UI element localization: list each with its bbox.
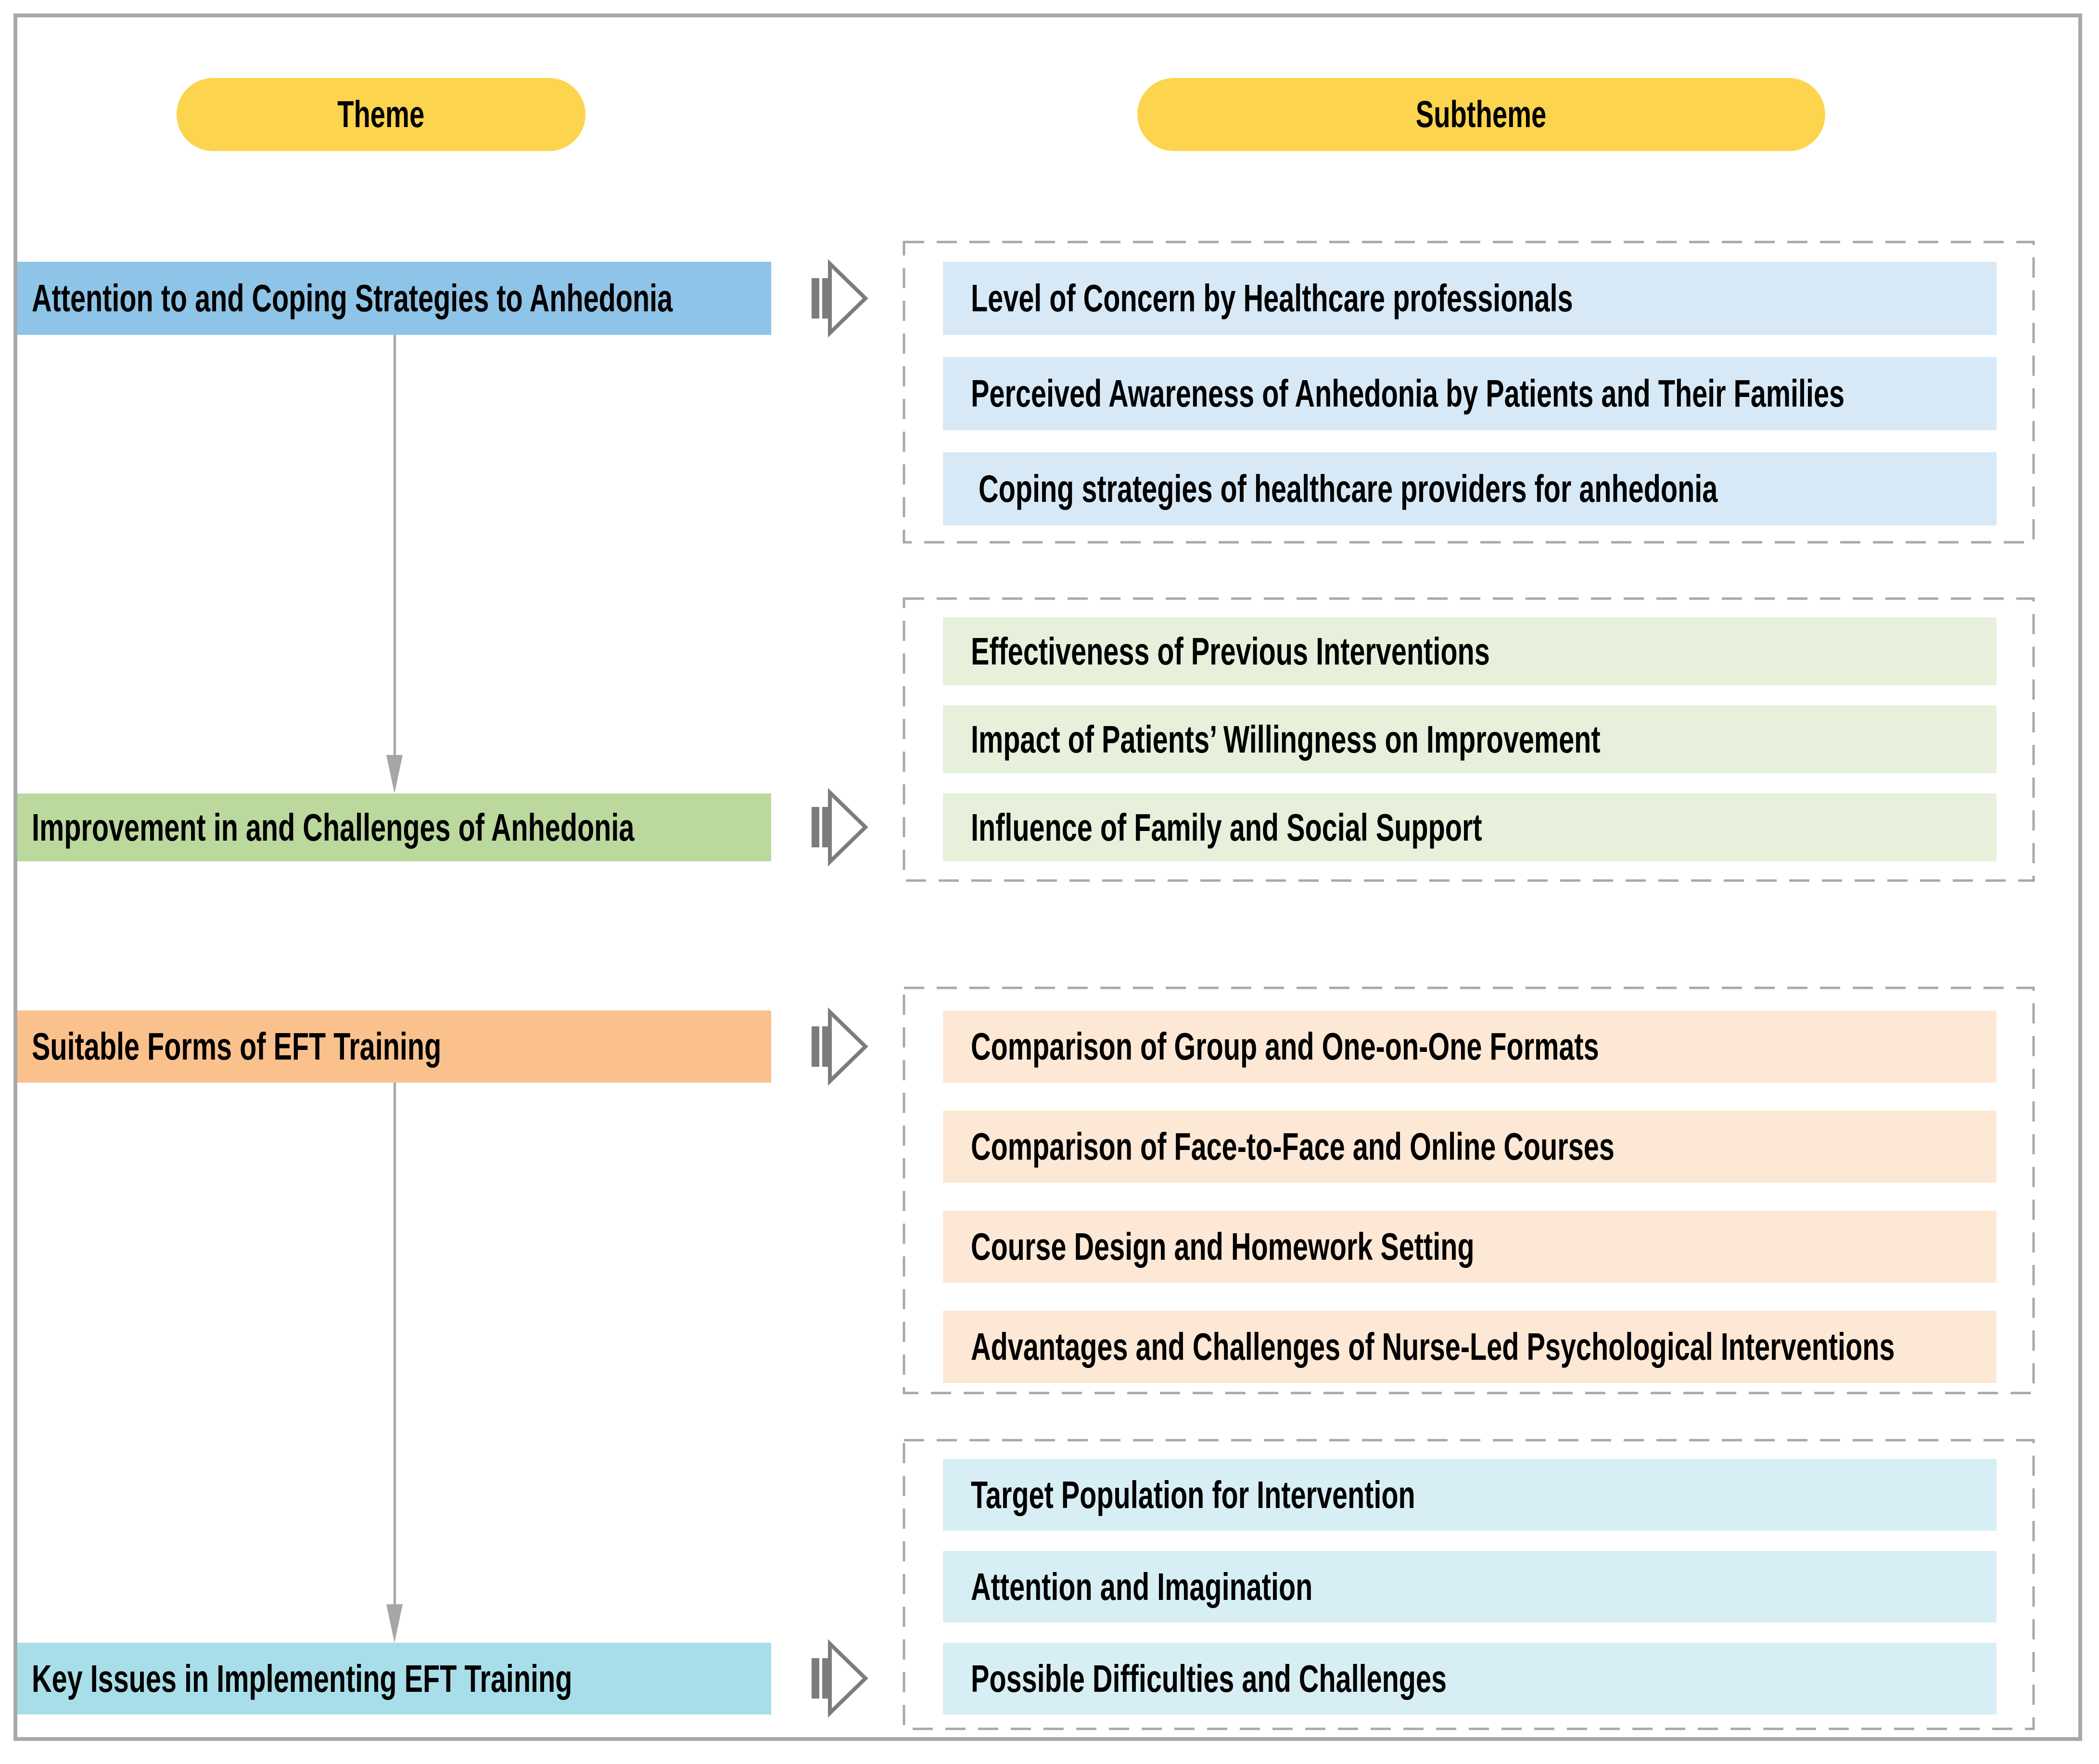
column-header-subtheme: Subtheme: [1137, 78, 1825, 151]
subtheme-item-label: Impact of Patients’ Willingness on Impro…: [971, 717, 1601, 761]
subtheme-item: Influence of Family and Social Support: [943, 793, 1997, 861]
subtheme-item-label: Target Population for Intervention: [971, 1473, 1415, 1516]
subtheme-item: Possible Difficulties and Challenges: [943, 1643, 1997, 1714]
subtheme-group-attention-coping: Level of Concern by Healthcare professio…: [903, 241, 2035, 544]
subtheme-item-label: Comparison of Group and One-on-One Forma…: [971, 1025, 1599, 1068]
dashed-border: [903, 1439, 2035, 1730]
subtheme-item: Level of Concern by Healthcare professio…: [943, 262, 1997, 335]
column-header-theme: Theme: [177, 78, 585, 151]
column-header-subtheme-label: Subtheme: [1416, 93, 1547, 136]
connector-line-theme1-theme2: [394, 335, 396, 755]
subtheme-item: Comparison of Face-to-Face and Online Co…: [943, 1111, 1997, 1183]
striped-right-arrow-icon: [812, 1007, 868, 1086]
subtheme-item-label: Comparison of Face-to-Face and Online Co…: [971, 1125, 1615, 1168]
arrow-down-icon: [386, 755, 403, 793]
subtheme-item-label: Possible Difficulties and Challenges: [971, 1657, 1447, 1700]
subtheme-item: Impact of Patients’ Willingness on Impro…: [943, 705, 1997, 773]
figure-border: [13, 13, 2082, 1741]
subtheme-item: Course Design and Homework Setting: [943, 1211, 1997, 1283]
subtheme-item-label: Coping strategies of healthcare provider…: [971, 467, 1718, 510]
subtheme-group-key-issues: Target Population for Intervention Atten…: [903, 1439, 2035, 1730]
subtheme-group-suitable-forms: Comparison of Group and One-on-One Forma…: [903, 986, 2035, 1394]
subtheme-item: Target Population for Intervention: [943, 1459, 1997, 1531]
subtheme-item: Attention and Imagination: [943, 1551, 1997, 1623]
theme-bar-attention-coping: Attention to and Coping Strategies to An…: [17, 262, 771, 335]
dashed-border: [903, 986, 2035, 1394]
dashed-border: [903, 597, 2035, 882]
arrow-down-icon: [386, 1604, 403, 1643]
striped-right-arrow-icon: [812, 259, 868, 338]
subtheme-item-label: Attention and Imagination: [971, 1565, 1313, 1608]
striped-right-arrow-icon: [812, 788, 868, 867]
subtheme-item-label: Level of Concern by Healthcare professio…: [971, 277, 1573, 320]
theme-bar-label: Improvement in and Challenges of Anhedon…: [32, 805, 635, 849]
dashed-border: [903, 241, 2035, 544]
subtheme-item: Effectiveness of Previous Interventions: [943, 617, 1997, 685]
subtheme-item: Perceived Awareness of Anhedonia by Pati…: [943, 357, 1997, 430]
subtheme-item-label: Influence of Family and Social Support: [971, 805, 1482, 849]
subtheme-item: Advantages and Challenges of Nurse-Led P…: [943, 1311, 1997, 1383]
theme-bar-label: Key Issues in Implementing EFT Training: [32, 1657, 572, 1700]
connector-line-theme3-theme4: [394, 1083, 396, 1604]
theme-bar-label: Suitable Forms of EFT Training: [32, 1025, 442, 1068]
striped-right-arrow-icon: [812, 1639, 868, 1718]
subtheme-item-label: Effectiveness of Previous Interventions: [971, 629, 1490, 673]
theme-bar-key-issues: Key Issues in Implementing EFT Training: [17, 1643, 771, 1714]
subtheme-item-label: Advantages and Challenges of Nurse-Led P…: [971, 1325, 1895, 1368]
subtheme-item: Coping strategies of healthcare provider…: [943, 452, 1997, 525]
theme-bar-suitable-forms: Suitable Forms of EFT Training: [17, 1010, 771, 1083]
theme-bar-improvement-challenges: Improvement in and Challenges of Anhedon…: [17, 793, 771, 861]
subtheme-item: Comparison of Group and One-on-One Forma…: [943, 1010, 1997, 1083]
subtheme-item-label: Perceived Awareness of Anhedonia by Pati…: [971, 372, 1845, 415]
subtheme-item-label: Course Design and Homework Setting: [971, 1225, 1475, 1268]
subtheme-group-improvement-challenges: Effectiveness of Previous Interventions …: [903, 597, 2035, 882]
theme-bar-label: Attention to and Coping Strategies to An…: [32, 277, 673, 320]
column-header-theme-label: Theme: [337, 93, 425, 136]
